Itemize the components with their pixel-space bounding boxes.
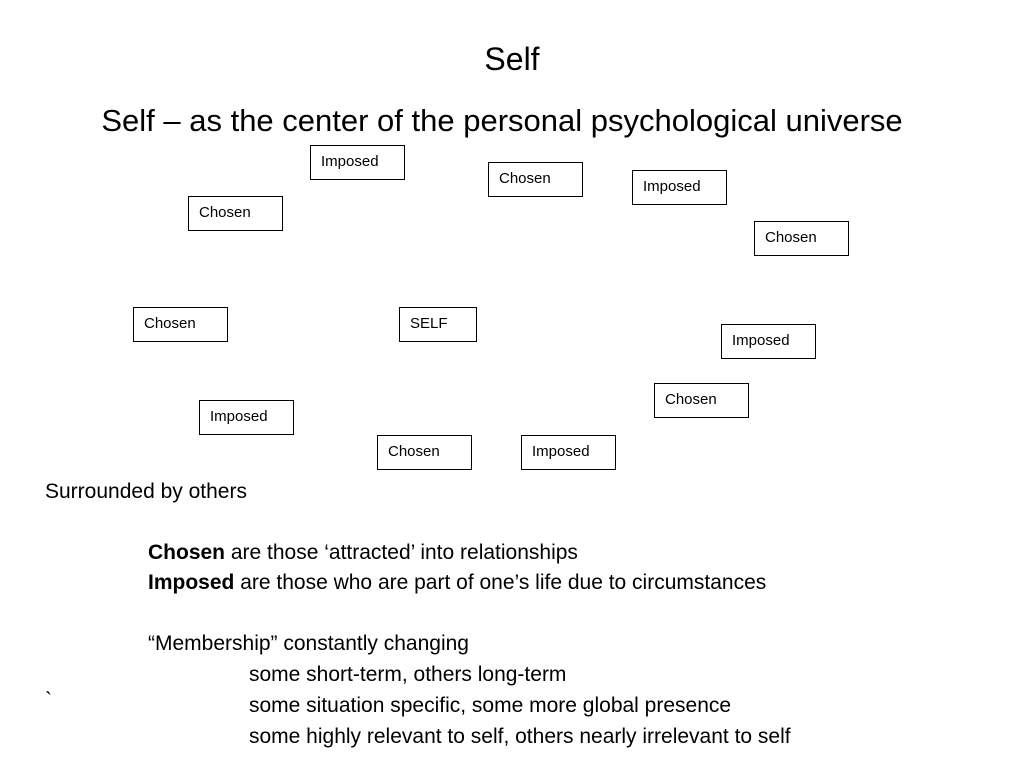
box-chosen: Chosen	[754, 221, 849, 256]
box-self: SELF	[399, 307, 477, 342]
box-imposed: Imposed	[310, 145, 405, 180]
membership-point: some short-term, others long-term	[249, 663, 567, 686]
slide-subtitle: Self – as the center of the personal psy…	[101, 103, 903, 138]
box-imposed: Imposed	[199, 400, 294, 435]
box-imposed: Imposed	[721, 324, 816, 359]
imposed-definition: Imposed are those who are part of one’s …	[148, 570, 766, 596]
chosen-description: are those ‘attracted’ into relationships	[225, 541, 578, 564]
imposed-description: are those who are part of one’s life due…	[234, 571, 767, 594]
membership-text: “Membership” constantly changing	[148, 632, 469, 655]
imposed-term: Imposed	[148, 571, 235, 594]
box-chosen: Chosen	[654, 383, 749, 418]
box-chosen: Chosen	[488, 162, 583, 197]
box-chosen: Chosen	[188, 196, 283, 231]
surrounded-text: Surrounded by others	[45, 480, 247, 503]
stray-mark: `	[45, 689, 52, 712]
box-chosen: Chosen	[377, 435, 472, 470]
box-imposed: Imposed	[632, 170, 727, 205]
membership-point: some highly relevant to self, others nea…	[249, 725, 791, 748]
box-chosen: Chosen	[133, 307, 228, 342]
chosen-term: Chosen	[148, 541, 226, 564]
box-imposed: Imposed	[521, 435, 616, 470]
slide-title: Self	[484, 41, 540, 77]
chosen-definition: Chosen are those ‘attracted’ into relati…	[148, 540, 578, 566]
membership-point: some situation specific, some more globa…	[249, 694, 732, 717]
